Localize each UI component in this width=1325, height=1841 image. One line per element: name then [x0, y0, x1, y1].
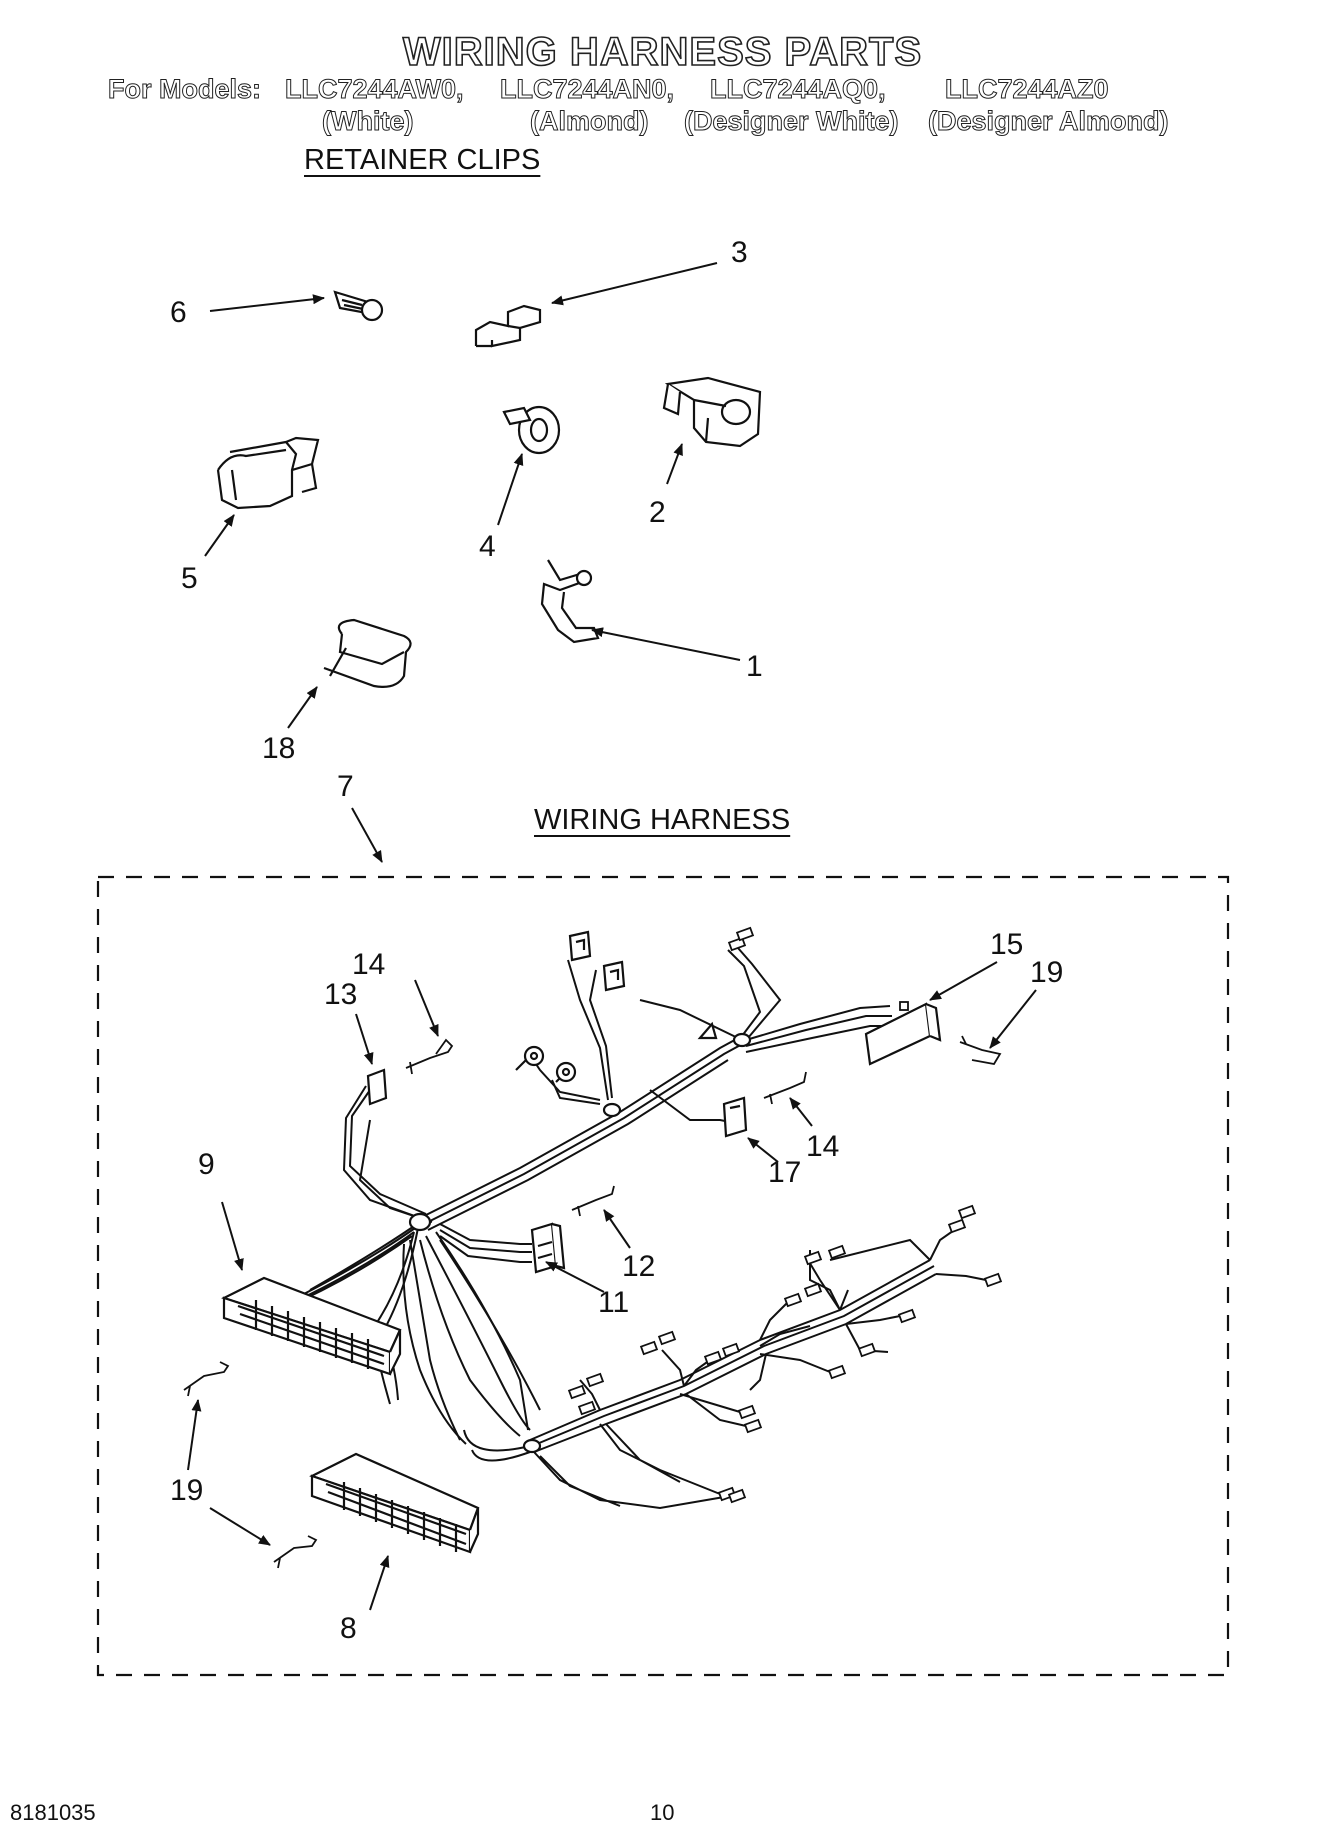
wiring-harness-frame — [96, 875, 1230, 1677]
document-number: 8181035 — [10, 1800, 96, 1825]
callout-19-left: 19 — [170, 1474, 204, 1507]
retainer-clip-6 — [333, 290, 384, 322]
callout-3: 3 — [731, 236, 748, 269]
callout-17: 17 — [768, 1156, 802, 1189]
callout-9: 9 — [198, 1148, 215, 1181]
model-number-designer-white: LLC7244AQ0, — [710, 74, 887, 105]
model-color-designer-white: (Designer White) — [684, 106, 900, 137]
loose-terminals — [183, 1035, 1002, 1569]
model-number-designer-almond: LLC7244AZ0 — [945, 74, 1110, 105]
callout-7: 7 — [337, 770, 354, 803]
callout-13: 13 — [324, 978, 358, 1011]
retainer-clips-heading: RETAINER CLIPS — [304, 144, 541, 176]
callout-2: 2 — [649, 496, 666, 529]
callout-4: 4 — [479, 530, 496, 563]
page-number: 10 — [650, 1800, 675, 1825]
retainer-clip-2 — [662, 376, 762, 448]
spade-terminals — [567, 926, 1003, 1504]
callout-8: 8 — [340, 1612, 357, 1645]
retainer-clip-5 — [216, 436, 320, 510]
wiring-harness-heading: WIRING HARNESS — [534, 804, 791, 836]
callout-14-right: 14 — [806, 1130, 840, 1163]
model-number-almond: LLC7244AN0, — [499, 74, 675, 105]
callout-14-left: 14 — [352, 948, 386, 981]
model-color-designer-almond: (Designer Almond) — [928, 106, 1170, 137]
retainer-clip-4 — [502, 405, 561, 455]
ring-terminals — [515, 1045, 577, 1083]
callout-12: 12 — [622, 1250, 656, 1283]
callout-5: 5 — [181, 562, 198, 595]
connector-9 — [221, 1276, 402, 1376]
retainer-clip-1 — [540, 559, 600, 644]
callout-19-right: 19 — [1030, 956, 1064, 989]
model-color-white: (White) — [321, 106, 414, 137]
page-title: WIRING HARNESS PARTS — [402, 29, 923, 75]
retainer-clip-18 — [323, 618, 412, 688]
model-number-white: LLC7244AW0, — [285, 74, 465, 105]
connector-17 — [722, 1096, 748, 1138]
retainer-clip-3 — [474, 304, 542, 348]
connector-8 — [309, 1452, 480, 1554]
callout-15: 15 — [990, 928, 1024, 961]
connector-11 — [530, 1222, 566, 1274]
model-color-almond: (Almond) — [529, 106, 649, 137]
callout-18: 18 — [262, 732, 296, 765]
callout-6: 6 — [170, 296, 187, 329]
models-prefix: For Models: — [108, 74, 262, 105]
plug-connectors-top — [568, 930, 626, 992]
connector-13 — [366, 1068, 388, 1106]
callout-1: 1 — [746, 650, 763, 683]
callout-11: 11 — [598, 1286, 630, 1319]
harness-ties — [408, 1021, 752, 1454]
connector-15 — [864, 1002, 942, 1066]
